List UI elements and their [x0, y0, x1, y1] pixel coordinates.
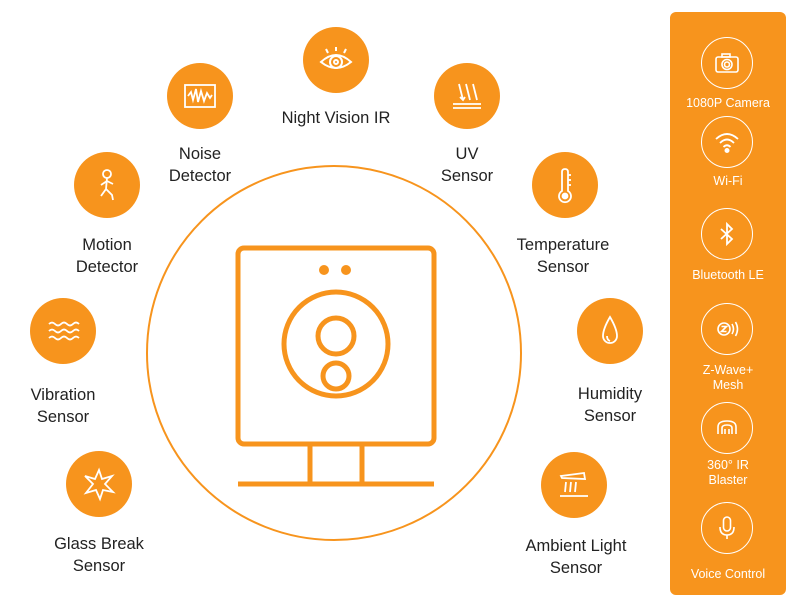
running-person-icon — [74, 152, 140, 218]
feature-label: Bluetooth LE — [692, 268, 764, 282]
eye-icon — [303, 27, 369, 93]
feature-label: Z-Wave+Mesh — [702, 363, 754, 392]
wifi-icon — [701, 116, 753, 168]
ir-blaster-icon — [701, 402, 753, 454]
central-ring — [146, 165, 522, 541]
vibration-waves-icon — [30, 298, 96, 364]
microphone-icon — [701, 502, 753, 554]
feature-label: Wi-Fi — [713, 174, 743, 188]
zwave-icon — [701, 303, 753, 355]
security-camera-device-illustration — [235, 245, 437, 487]
feature-label: 1080P Camera — [686, 96, 770, 110]
thermometer-icon — [532, 152, 598, 218]
bluetooth-icon — [701, 208, 753, 260]
water-drop-icon — [577, 298, 643, 364]
features-panel: 1080P Camera Wi-Fi Bluetooth LE — [670, 12, 786, 595]
feature-label: Voice Control — [690, 567, 766, 581]
lamp-icon — [541, 452, 607, 518]
sensor-label: Night Vision IR — [281, 109, 391, 127]
uv-rays-icon — [434, 63, 500, 129]
camera-icon — [701, 37, 753, 89]
sound-wave-icon — [167, 63, 233, 129]
shattered-glass-icon — [66, 451, 132, 517]
